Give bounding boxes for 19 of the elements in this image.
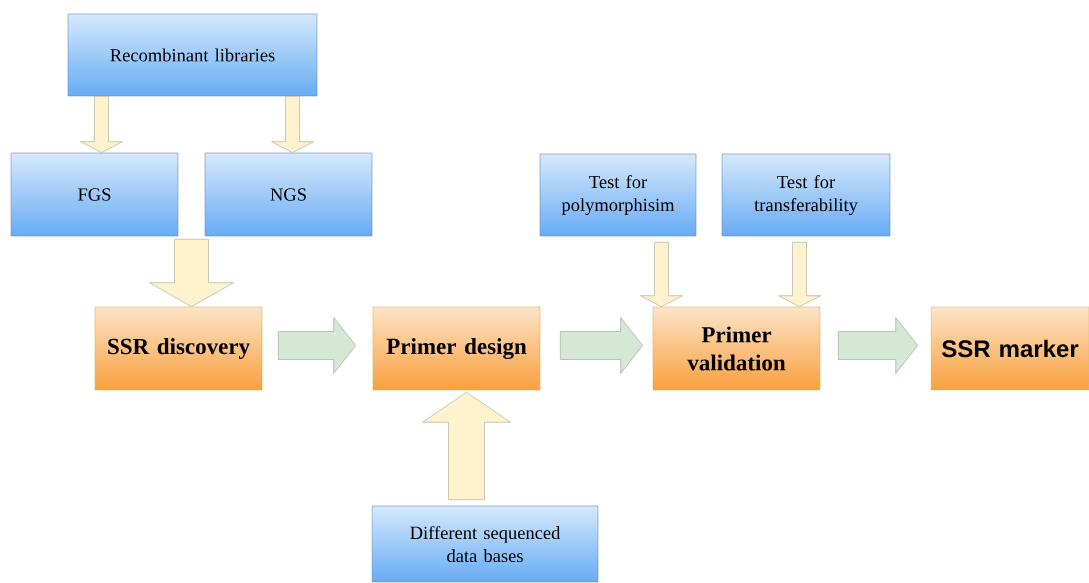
process-box: Primer design <box>372 306 541 391</box>
process-box: SSR marker <box>930 306 1089 391</box>
block-arrow <box>640 242 683 307</box>
block-arrow <box>80 96 123 153</box>
block-arrow <box>278 317 356 374</box>
block-arrow <box>560 317 643 374</box>
block-arrow <box>422 392 511 500</box>
process-box: Test for polymorphisim <box>539 153 697 237</box>
block-arrow <box>271 96 314 153</box>
process-box: Recombinant libraries <box>67 13 318 97</box>
process-box: Test for transferability <box>721 153 891 237</box>
block-arrow <box>149 239 234 307</box>
process-box: FGS <box>10 152 179 237</box>
process-box: Primer validation <box>652 306 821 391</box>
process-box: SSR discovery <box>94 306 263 391</box>
process-box: NGS <box>204 152 373 237</box>
process-box: Different sequenced data bases <box>371 505 599 583</box>
block-arrow <box>778 242 821 307</box>
block-arrow <box>838 317 918 374</box>
